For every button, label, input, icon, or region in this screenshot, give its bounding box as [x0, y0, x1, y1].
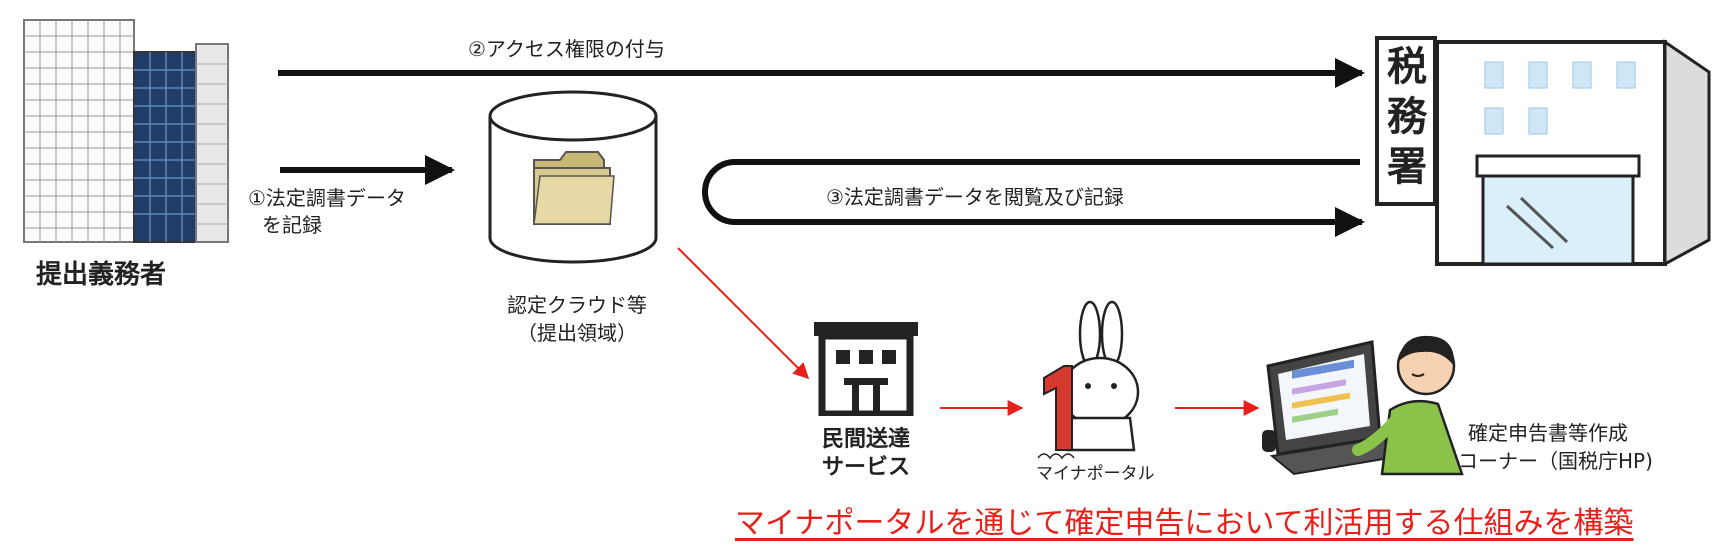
step1-label-line1: ①法定調書データ — [248, 186, 406, 210]
tax-office-sign-char-3: 署 — [1387, 144, 1427, 190]
private-service-label-line1: 民間送達 — [821, 427, 910, 452]
tax-office-sign-char-1: 税 — [1387, 44, 1427, 90]
corner-label-line2: コーナー（国税庁HP) — [1458, 449, 1653, 473]
folder-icon — [533, 151, 615, 225]
footer-summary: マイナポータルを通じて確定申告において利活用する仕組みを構築 — [735, 506, 1634, 541]
mynaportal-label: マイナポータル — [1036, 464, 1155, 484]
step2-label: ②アクセス権限の付与 — [468, 37, 665, 61]
private-service-label-line2: サービス — [821, 455, 910, 480]
arrow-view-record — [702, 159, 1365, 237]
cloud-label-line1: 認定クラウド等 — [507, 293, 647, 317]
submitter-building-icon — [23, 19, 229, 243]
tax-office-sign-char-2: 務 — [1387, 94, 1427, 140]
arrow-red-cloud-to-service — [677, 247, 810, 380]
mynaportal-mascot-icon — [1037, 300, 1140, 460]
cloud-label-line2: （提出領域） — [517, 321, 637, 345]
person-laptop-icon — [1262, 335, 1464, 476]
cloud-storage-icon — [488, 90, 658, 264]
corner-label-line1: 確定申告書等作成 — [1468, 421, 1628, 445]
submitter-label: 提出義務者 — [36, 260, 167, 290]
private-service-shop-icon — [814, 322, 918, 416]
tax-office-building-icon — [1375, 36, 1711, 267]
step3-label: ③法定調書データを閲覧及び記録 — [826, 185, 1124, 209]
step1-label-line2: を記録 — [262, 213, 322, 237]
